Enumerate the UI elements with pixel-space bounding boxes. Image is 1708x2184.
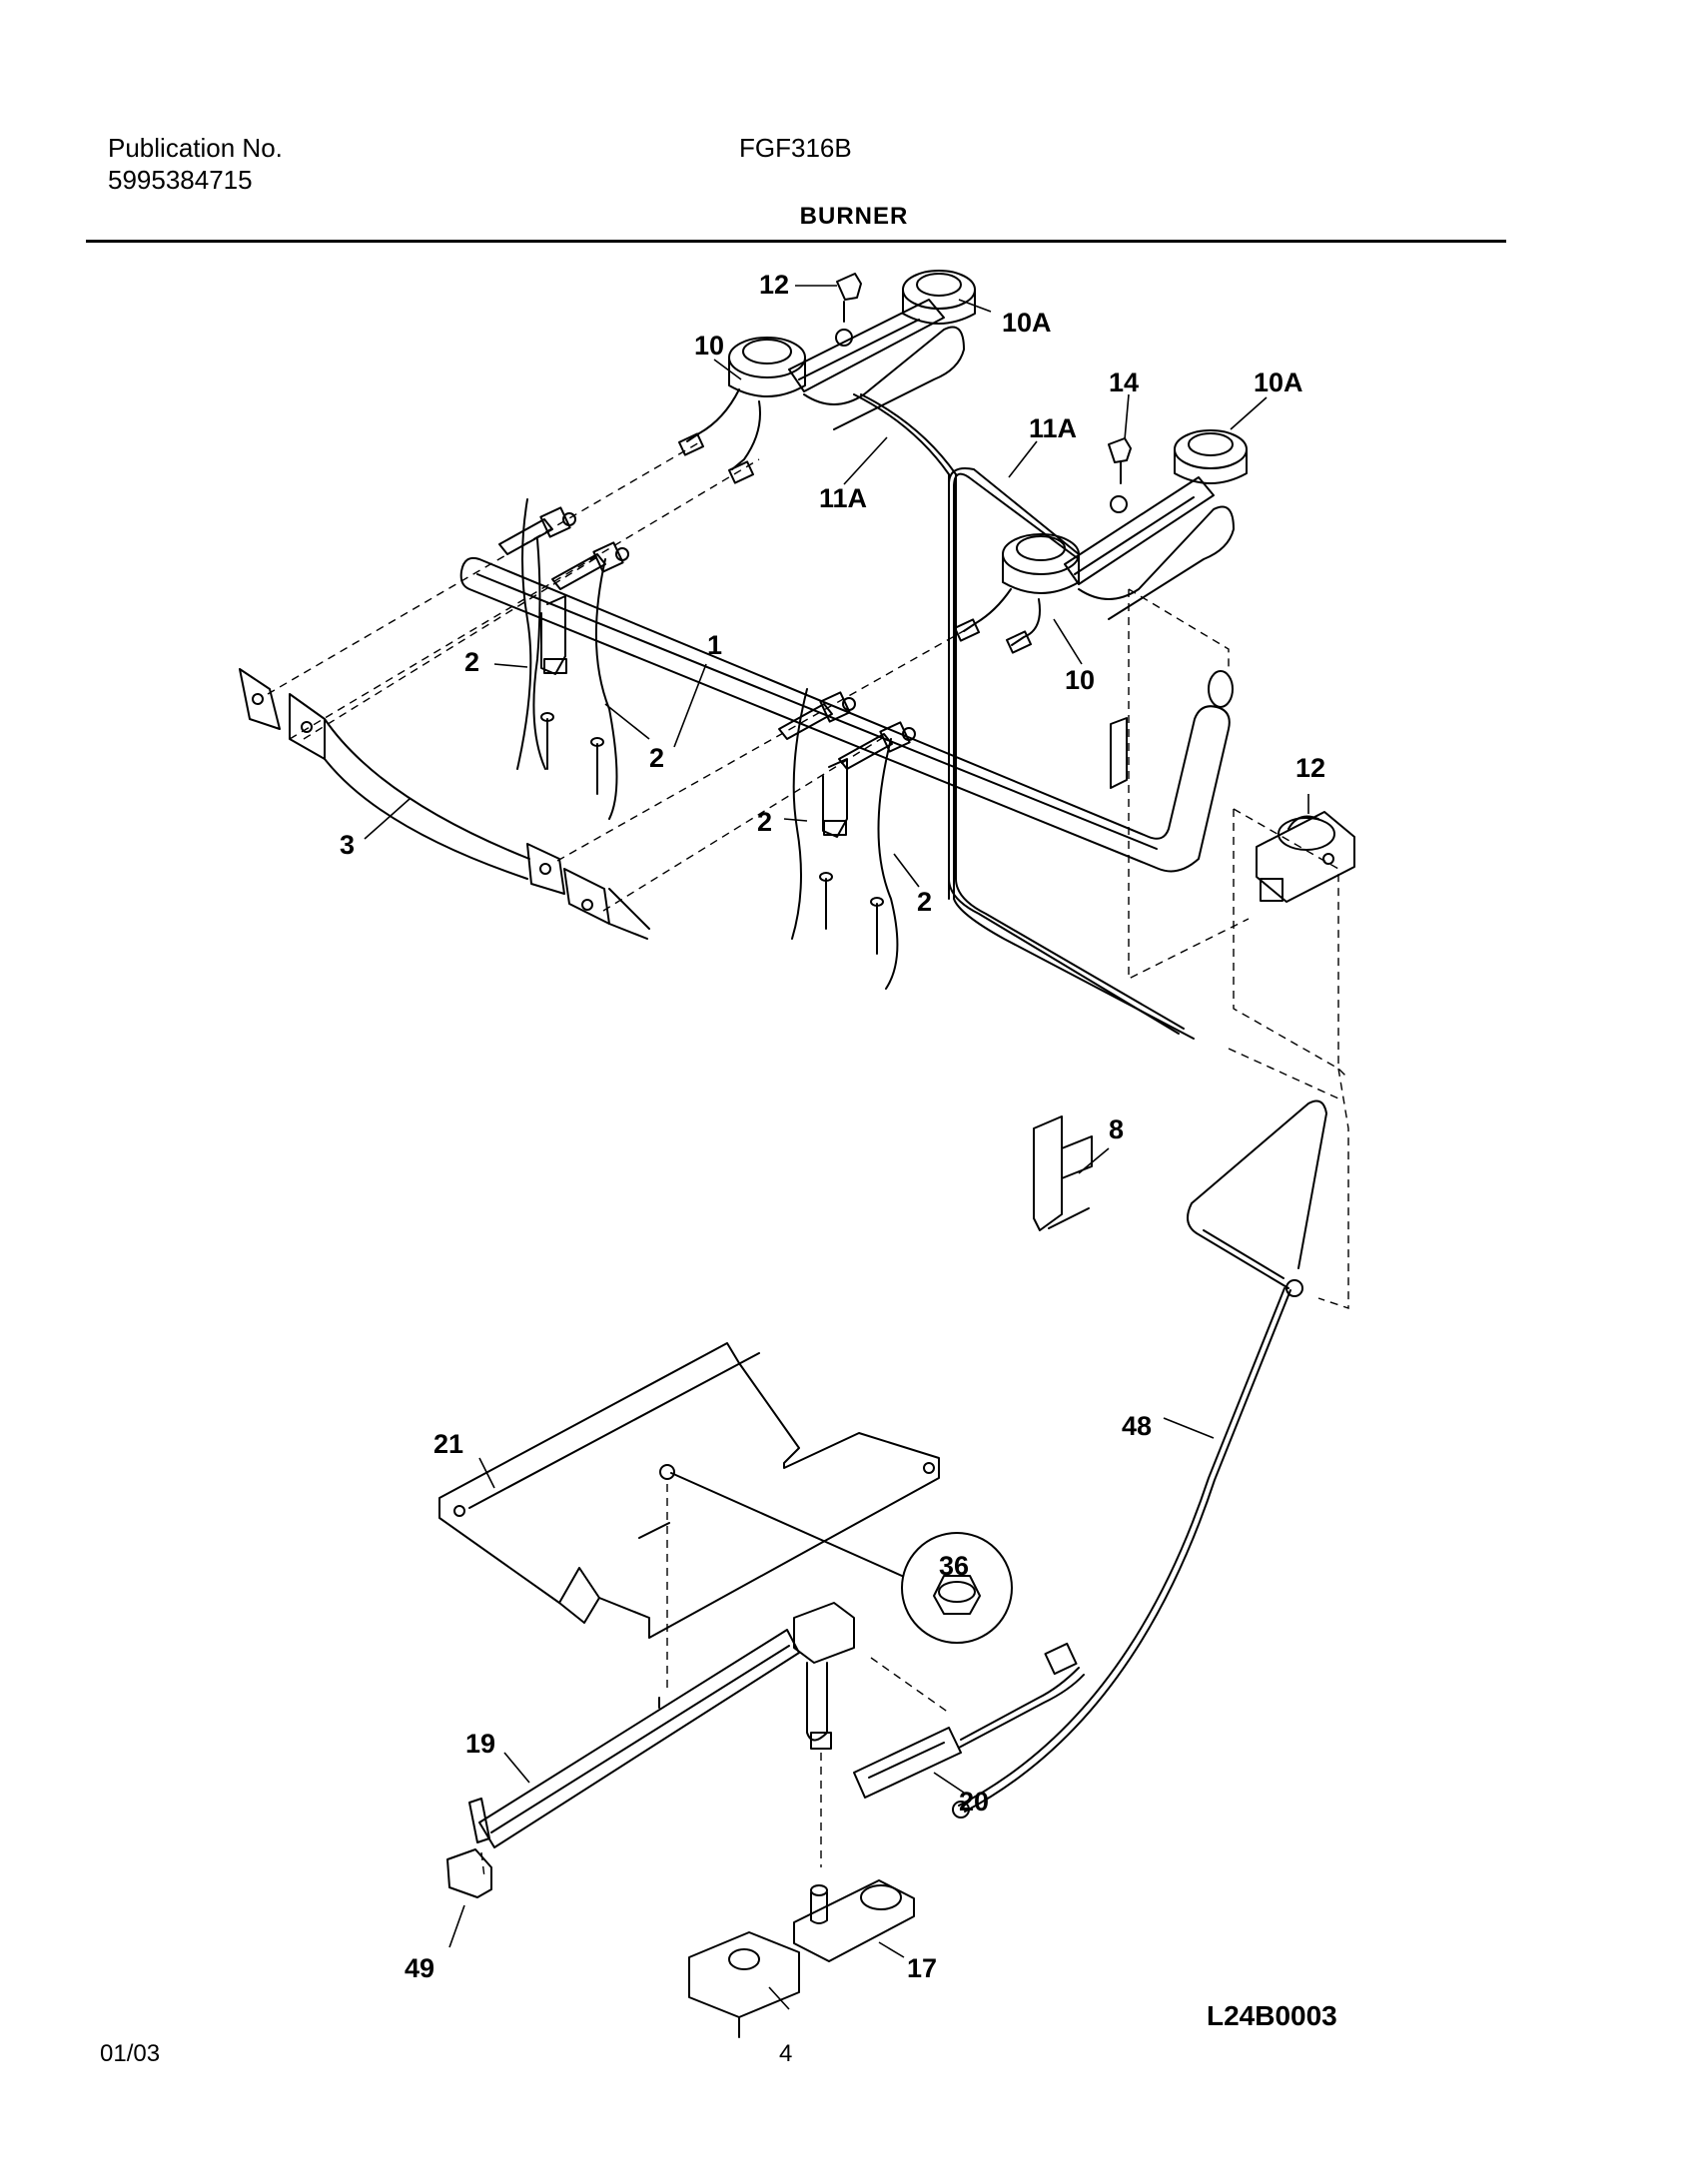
burner-head-10A-right <box>1174 429 1248 484</box>
heat-deflector <box>438 1342 940 1639</box>
valve-mounting-bracket <box>688 1931 800 2038</box>
bracket-clip-12-right <box>1108 437 1132 484</box>
callout-36: 48 <box>1122 1411 1152 1441</box>
burner-bracket-upper-left <box>788 299 965 430</box>
footer-page-number: 4 <box>779 2040 793 2067</box>
gas-tube-11A <box>853 393 1195 1040</box>
callout-21: 36 <box>939 1551 969 1581</box>
pressure-regulator <box>1256 811 1355 903</box>
callout-20: 21 <box>433 1429 463 1459</box>
burner-clip <box>446 1848 492 1898</box>
spark-module <box>1033 1115 1093 1231</box>
callout-3: 3 <box>340 830 355 860</box>
burner-bracket-upper-right <box>1064 476 1235 620</box>
header-divider <box>86 240 1506 243</box>
manifold-clip-left <box>540 595 567 675</box>
callout-11A-right: 11A <box>1029 413 1077 443</box>
callout-18: 19 <box>465 1729 495 1759</box>
alignment-lines <box>267 440 1349 1878</box>
callout-10-left: 10 <box>694 331 724 361</box>
callout-2-lower-right: 2 <box>917 887 932 917</box>
callout-8: 8 <box>1109 1114 1124 1144</box>
burner-mount <box>793 1602 855 1750</box>
model-number: FGF316B <box>739 133 852 163</box>
callout-11A-left: 11A <box>819 483 867 513</box>
callout-10-right: 10 <box>1065 665 1095 695</box>
oven-supply-tube <box>952 1099 1327 1819</box>
manifold-clip-right <box>1110 717 1128 789</box>
oven-igniter <box>853 1642 1085 1799</box>
burner-head-10-left <box>677 337 806 484</box>
section-title: BURNER <box>799 203 909 230</box>
manifold-clip-middle <box>822 758 848 838</box>
callout-19: 20 <box>959 1787 989 1817</box>
callout-2-lower-mid: 2 <box>757 807 772 837</box>
burner-head-10A-top <box>902 270 976 325</box>
callout-2-upper-left: 2 <box>464 647 479 677</box>
drawing-id: L24B0003 <box>1207 2000 1337 2031</box>
manifold-bar <box>459 556 1234 873</box>
callout-48: 49 <box>405 1953 434 1983</box>
oven-safety-valve <box>793 1879 915 1962</box>
callout-10A-left: 10A <box>1002 308 1052 338</box>
callout-10A-right: 10A <box>1254 367 1303 397</box>
leader-lines <box>364 285 1309 2010</box>
valve-bracket <box>239 668 650 940</box>
valve-right-2 <box>838 721 916 990</box>
valve-left-1 <box>498 498 576 770</box>
callout-1: 1 <box>707 630 722 660</box>
valve-screws <box>540 712 884 955</box>
nut-detail <box>659 1464 1013 1644</box>
burner-head-10-right <box>953 533 1080 654</box>
valve-right-1 <box>778 688 856 940</box>
valve-left-2 <box>551 541 629 820</box>
callout-12-right: 14 <box>1109 367 1139 397</box>
callout-12-left: 12 <box>759 270 789 300</box>
publication-number: 5995384715 <box>108 165 253 195</box>
publication-label: Publication No. <box>108 133 283 163</box>
footer-date: 01/03 <box>100 2040 161 2067</box>
callout-17: 17 <box>907 1953 937 1983</box>
bracket-clip-12-left <box>836 273 862 323</box>
callout-2-upper-mid: 2 <box>649 743 664 773</box>
callout-14: 12 <box>1295 753 1325 783</box>
oven-burner <box>468 1629 800 1848</box>
